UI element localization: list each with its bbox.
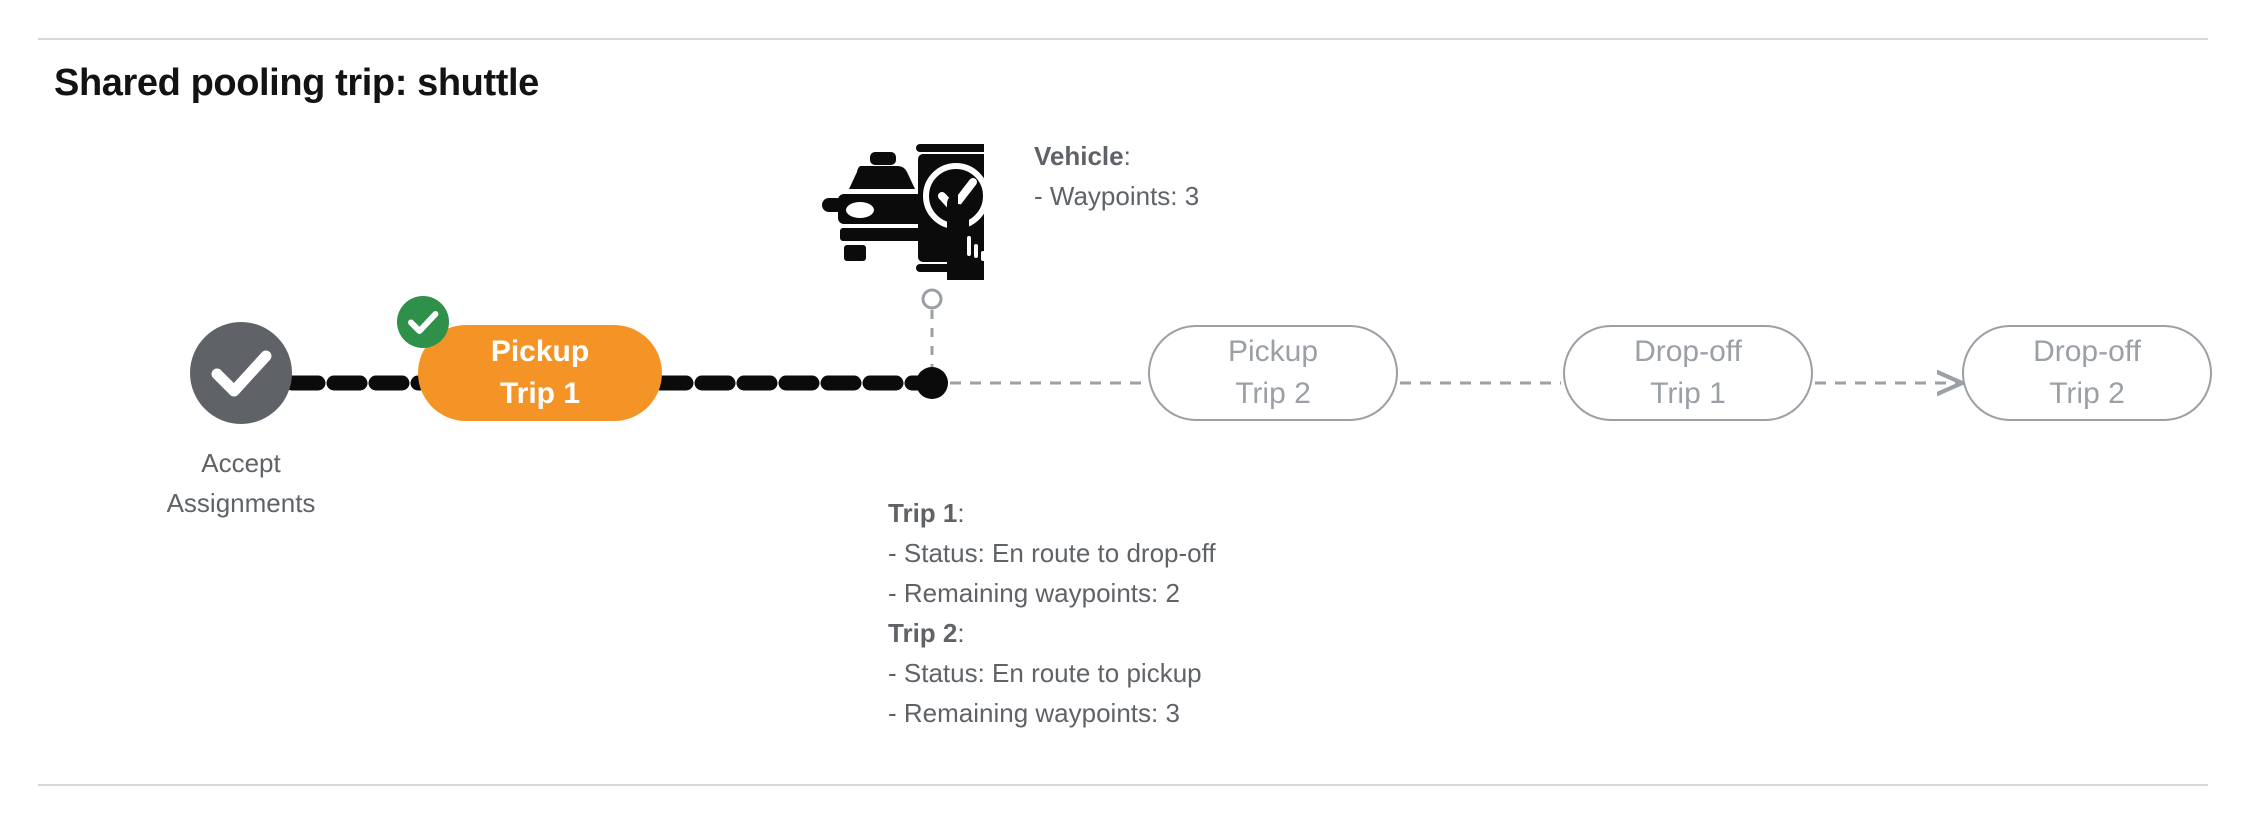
vehicle-app-check-icon — [818, 120, 1000, 294]
vehicle-position-dot — [916, 367, 948, 399]
trip-1-heading: Trip 1: — [888, 493, 1216, 533]
step-dropoff-trip-1-line2: Trip 1 — [1650, 377, 1726, 410]
trip-2-status-line: - Status: En route to pickup — [888, 658, 1202, 688]
step-pickup-trip-2-line2: Trip 2 — [1235, 377, 1311, 410]
step-pickup-trip-2-line1: Pickup — [1227, 335, 1319, 368]
trips-callout: Trip 1: - Status: En route to drop-off -… — [888, 493, 1216, 733]
trip-1-heading-suffix: : — [957, 498, 965, 528]
trip-1-status-line: - Status: En route to drop-off — [888, 538, 1216, 568]
bottom-divider — [38, 784, 2208, 786]
vehicle-callout: Vehicle: - Waypoints: 3 — [1034, 136, 1199, 216]
accept-assignments-label: Accept Assignments — [120, 443, 362, 523]
vehicle-callout-heading: Vehicle: — [1034, 136, 1199, 176]
vehicle-callout-line-waypoints: - Waypoints: 3 — [1034, 181, 1200, 211]
page-title: Shared pooling trip: shuttle — [54, 62, 539, 104]
step-dropoff-trip-1-line1: Drop-off — [1634, 335, 1742, 368]
check-icon — [408, 311, 439, 334]
step-dropoff-trip-1[interactable]: Drop-off Trip 1 — [1563, 325, 1813, 421]
top-divider — [38, 38, 2208, 40]
trip-2-heading: Trip 2: — [888, 613, 1216, 653]
step-dropoff-trip-2-line2: Trip 2 — [2049, 377, 2125, 410]
vehicle-callout-heading-text: Vehicle — [1034, 141, 1124, 171]
step-pickup-trip-1[interactable]: Pickup Trip 1 — [418, 325, 662, 421]
step-dropoff-trip-2[interactable]: Drop-off Trip 2 — [1962, 325, 2212, 421]
trip-2-heading-suffix: : — [957, 618, 965, 648]
completed-check-badge — [397, 296, 449, 348]
trip-2-waypoints-line: - Remaining waypoints: 3 — [888, 698, 1180, 728]
vehicle-leader-endpoint — [921, 288, 943, 310]
step-pickup-trip-1-line1: Pickup — [490, 335, 590, 368]
trip-1-heading-text: Trip 1 — [888, 498, 958, 528]
step-dropoff-trip-2-line1: Drop-off — [2033, 335, 2141, 368]
vehicle-callout-heading-suffix: : — [1123, 141, 1131, 171]
check-circle-icon — [211, 350, 272, 397]
accept-assignments-node[interactable] — [190, 322, 292, 424]
step-pickup-trip-2[interactable]: Pickup Trip 2 — [1148, 325, 1398, 421]
step-pickup-trip-1-line2: Trip 1 — [499, 377, 581, 410]
accept-assignments-label-line2: Assignments — [166, 488, 316, 518]
trip-1-waypoints-line: - Remaining waypoints: 2 — [888, 578, 1180, 608]
accept-assignments-label-line1: Accept — [201, 448, 281, 478]
trip-2-heading-text: Trip 2 — [888, 618, 958, 648]
